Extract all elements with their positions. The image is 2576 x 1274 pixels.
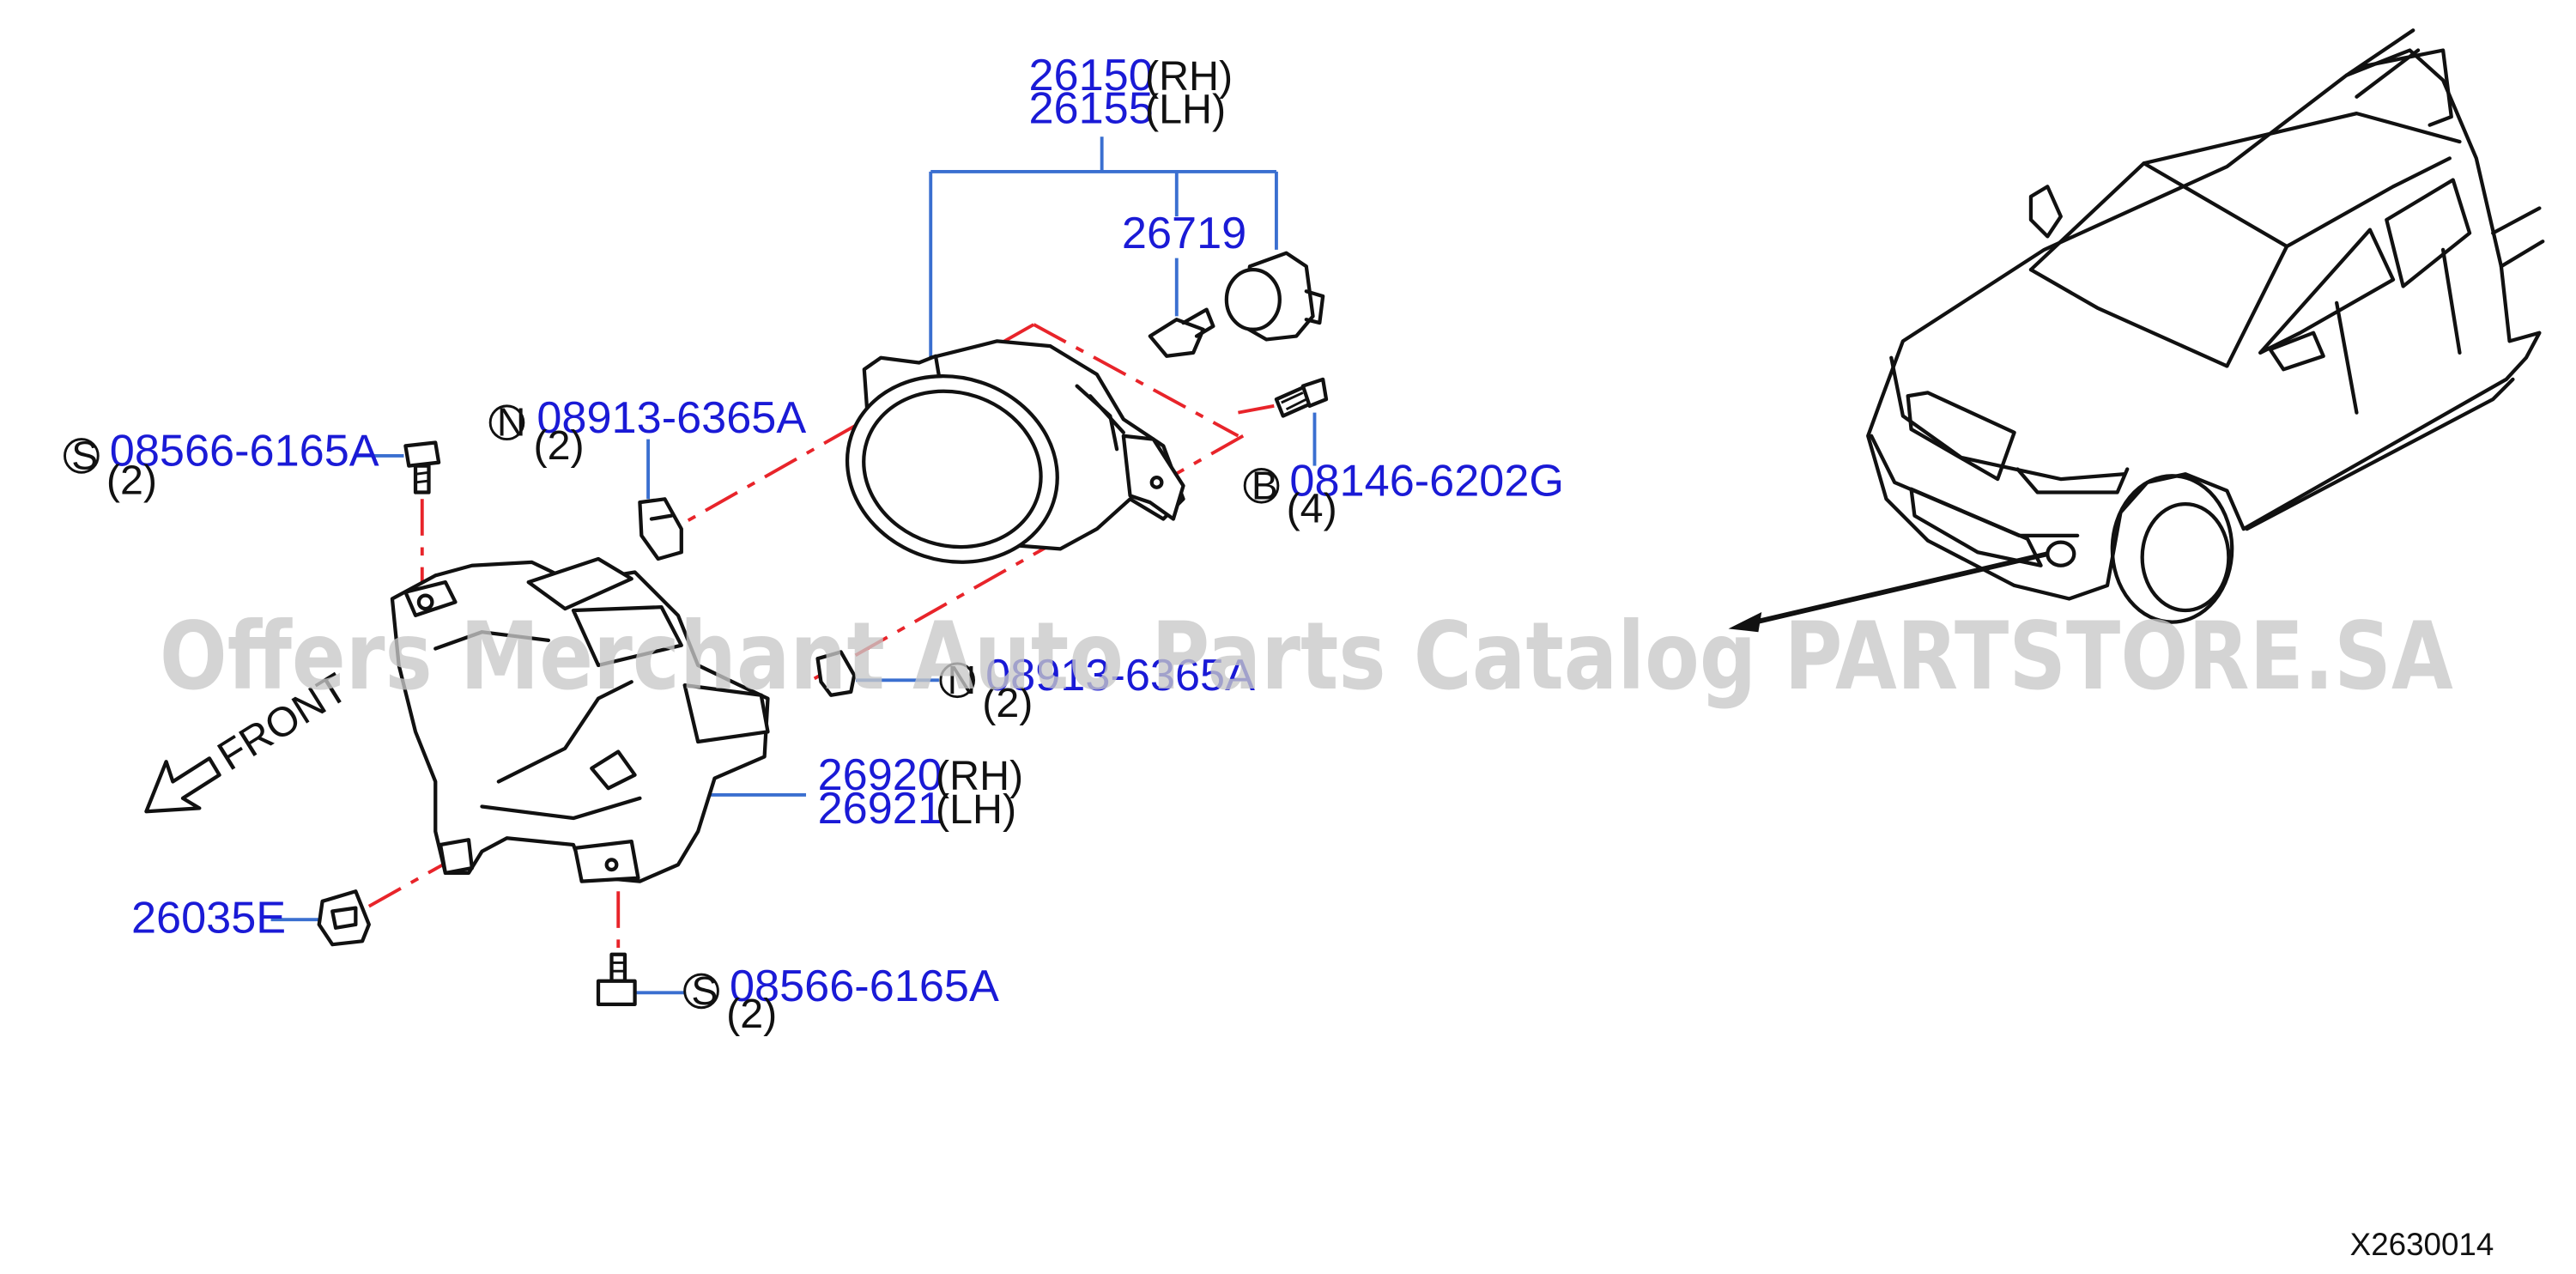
vehicle-illustration: [1728, 28, 2545, 633]
speed-nut-upper[interactable]: [638, 497, 683, 561]
callout-26719[interactable]: 26719: [1122, 209, 1246, 258]
front-arrow-icon: [144, 756, 221, 814]
qty-08913-upper: (2): [533, 422, 584, 469]
part-number-26921: 26921: [818, 784, 943, 834]
part-number-08566-lower: 08566-6165A: [730, 962, 999, 1011]
symbol-s-icon: S: [691, 968, 718, 1013]
symbol-s-icon: S: [71, 433, 98, 477]
qty-08566-upper: (2): [106, 457, 157, 503]
part-number-26150: 26150: [1028, 51, 1153, 100]
bolt-08566-upper[interactable]: [403, 440, 441, 494]
callout-08913-upper[interactable]: N 08913-6365A (2): [488, 393, 806, 469]
callout-26035e[interactable]: 26035E: [131, 894, 286, 943]
callout-26920[interactable]: 26920 (RH): [818, 750, 1024, 800]
symbol-n-icon: N: [497, 400, 526, 445]
bulb[interactable]: [1148, 307, 1215, 358]
clip-26035e[interactable]: [317, 889, 371, 947]
symbol-b-icon: B: [1252, 463, 1278, 507]
part-number-26035e: 26035E: [131, 894, 286, 943]
leader-lines: [270, 136, 1317, 995]
part-number-08913-upper: 08913-6365A: [536, 393, 806, 443]
callout-26150[interactable]: 26150 (RH): [1028, 51, 1233, 100]
qty-08146: (4): [1287, 485, 1337, 531]
bolt-08566-lower[interactable]: [596, 952, 637, 1007]
part-number-26155: 26155: [1028, 84, 1153, 134]
callout-08566-lower[interactable]: S 08566-6165A (2): [683, 962, 999, 1037]
fog-lamp-assembly[interactable]: [823, 339, 1185, 589]
diagram-id: X2630014: [2350, 1227, 2494, 1262]
part-number-26719: 26719: [1122, 209, 1246, 258]
side-note-rh: (RH): [936, 753, 1023, 799]
symbol-n-icon: N: [948, 658, 977, 702]
callout-08913-lower[interactable]: N 08913-6365A (2): [939, 651, 1255, 726]
watermark: Offers Merchant Auto Parts Catalog PARTS…: [160, 602, 2453, 711]
callout-08566-upper[interactable]: S 08566-6165A (2): [64, 427, 379, 504]
part-number-08146: 08146-6202G: [1289, 456, 1564, 506]
side-note-rh: (RH): [1145, 53, 1233, 100]
part-number-08566-upper: 08566-6165A: [110, 427, 379, 476]
part-number-26920: 26920: [818, 750, 943, 800]
callout-08146[interactable]: B 08146-6202G (4): [1243, 456, 1564, 531]
callout-26921[interactable]: 26921 (LH): [818, 784, 1017, 834]
part-number-08913-lower: 08913-6365A: [985, 651, 1255, 701]
side-note-lh: (LH): [1145, 87, 1226, 133]
callout-26155[interactable]: 26155 (LH): [1028, 84, 1226, 134]
fog-lamp-bracket[interactable]: [390, 556, 770, 883]
side-note-lh: (LH): [936, 786, 1016, 833]
qty-08566-lower: (2): [726, 991, 777, 1037]
qty-08913-lower: (2): [982, 680, 1033, 726]
bulb-socket[interactable]: [1224, 251, 1325, 342]
bolt-08146[interactable]: [1274, 377, 1329, 418]
speed-nut-lower[interactable]: [815, 650, 857, 697]
